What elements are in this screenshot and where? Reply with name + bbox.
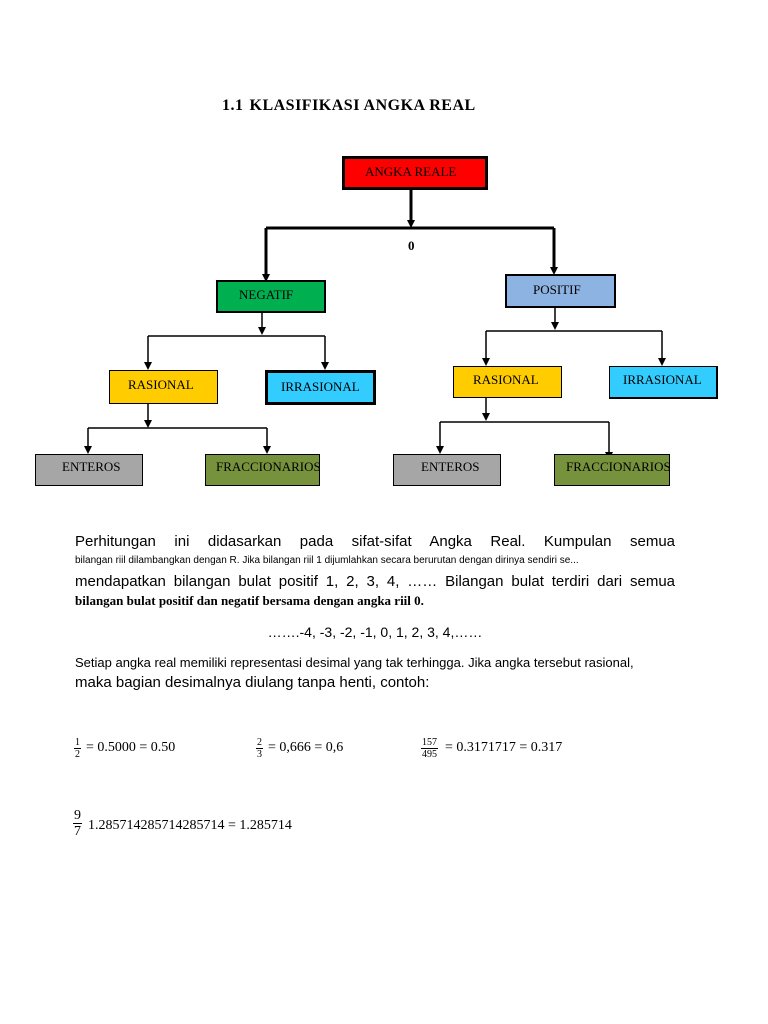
node-label: RASIONAL [473,372,539,387]
node-label: POSITIF [533,282,581,297]
node-positif: POSITIF [505,274,616,308]
paragraph-line: maka bagian desimalnya diulang tanpa hen… [75,674,430,691]
node-label: IRRASIONAL [623,372,702,387]
fraction-one-half: 1 2 [74,737,81,760]
node-label: FRACCIONARIOS [566,459,671,474]
section-title: KLASIFIKASI ANGKA REAL [249,97,476,114]
numerator: 9 [73,808,82,824]
paragraph-line: mendapatkan bilangan bulat positif 1, 2,… [75,573,675,590]
integer-sequence: …….-4, -3, -2, -1, 0, 1, 2, 3, 4,…… [267,624,483,640]
paragraph-line-bold: bilangan bulat positif dan negatif bersa… [75,593,424,608]
decimal-expansion: = 0.3171717 = 0.317 [445,740,563,755]
fraction-nine-sevenths: 9 7 [73,808,82,839]
node-irrasional-positif: IRRASIONAL [609,366,718,399]
node-label: NEGATIF [239,287,294,302]
page-title: 1.1 KLASIFIKASI ANGKA REAL [222,97,476,115]
node-enteros-positif: ENTEROS [393,454,501,486]
fraction-two-thirds: 2 3 [256,737,263,760]
node-rasional-negatif: RASIONAL [109,370,218,404]
denominator: 7 [74,824,81,839]
node-label: ENTEROS [62,459,121,474]
numerator: 157 [421,737,438,749]
node-fraccionarios-negatif: FRACCIONARIOS [205,454,321,486]
fraction-157-495: 157 495 [421,737,438,760]
node-rasional-positif: RASIONAL [453,366,562,398]
node-label: IRRASIONAL [281,379,360,394]
paragraph-line-small: bilangan riil dilambangkan dengan R. Jik… [75,555,579,566]
node-label: ANGKA REALE [365,164,457,179]
node-label: ENTEROS [421,459,480,474]
decimal-expansion: 1.285714285714285714 = 1.285714 [88,818,292,833]
denominator: 495 [422,749,437,760]
numerator: 1 [74,737,81,749]
zero-label: 0 [408,238,415,253]
decimal-expansion: = 0.5000 = 0.50 [86,740,176,755]
node-irrasional-negatif: IRRASIONAL [265,370,376,405]
node-fraccionarios-positif: FRACCIONARIOS [554,454,671,486]
diagram-connectors [84,190,666,460]
node-label: RASIONAL [128,377,194,392]
paragraph-line: Setiap angka real memiliki representasi … [75,655,634,670]
node-negatif: NEGATIF [216,280,326,313]
node-enteros-negatif: ENTEROS [35,454,143,486]
node-label: FRACCIONARIOS [216,459,321,474]
node-angka-reale: ANGKA REALE [342,156,488,190]
section-number: 1.1 [222,97,244,114]
paragraph-line: Perhitungan ini didasarkan pada sifat-si… [75,533,675,550]
decimal-expansion: = 0,666 = 0,6 [268,740,344,755]
numerator: 2 [256,737,263,749]
denominator: 2 [75,749,80,760]
denominator: 3 [257,749,262,760]
